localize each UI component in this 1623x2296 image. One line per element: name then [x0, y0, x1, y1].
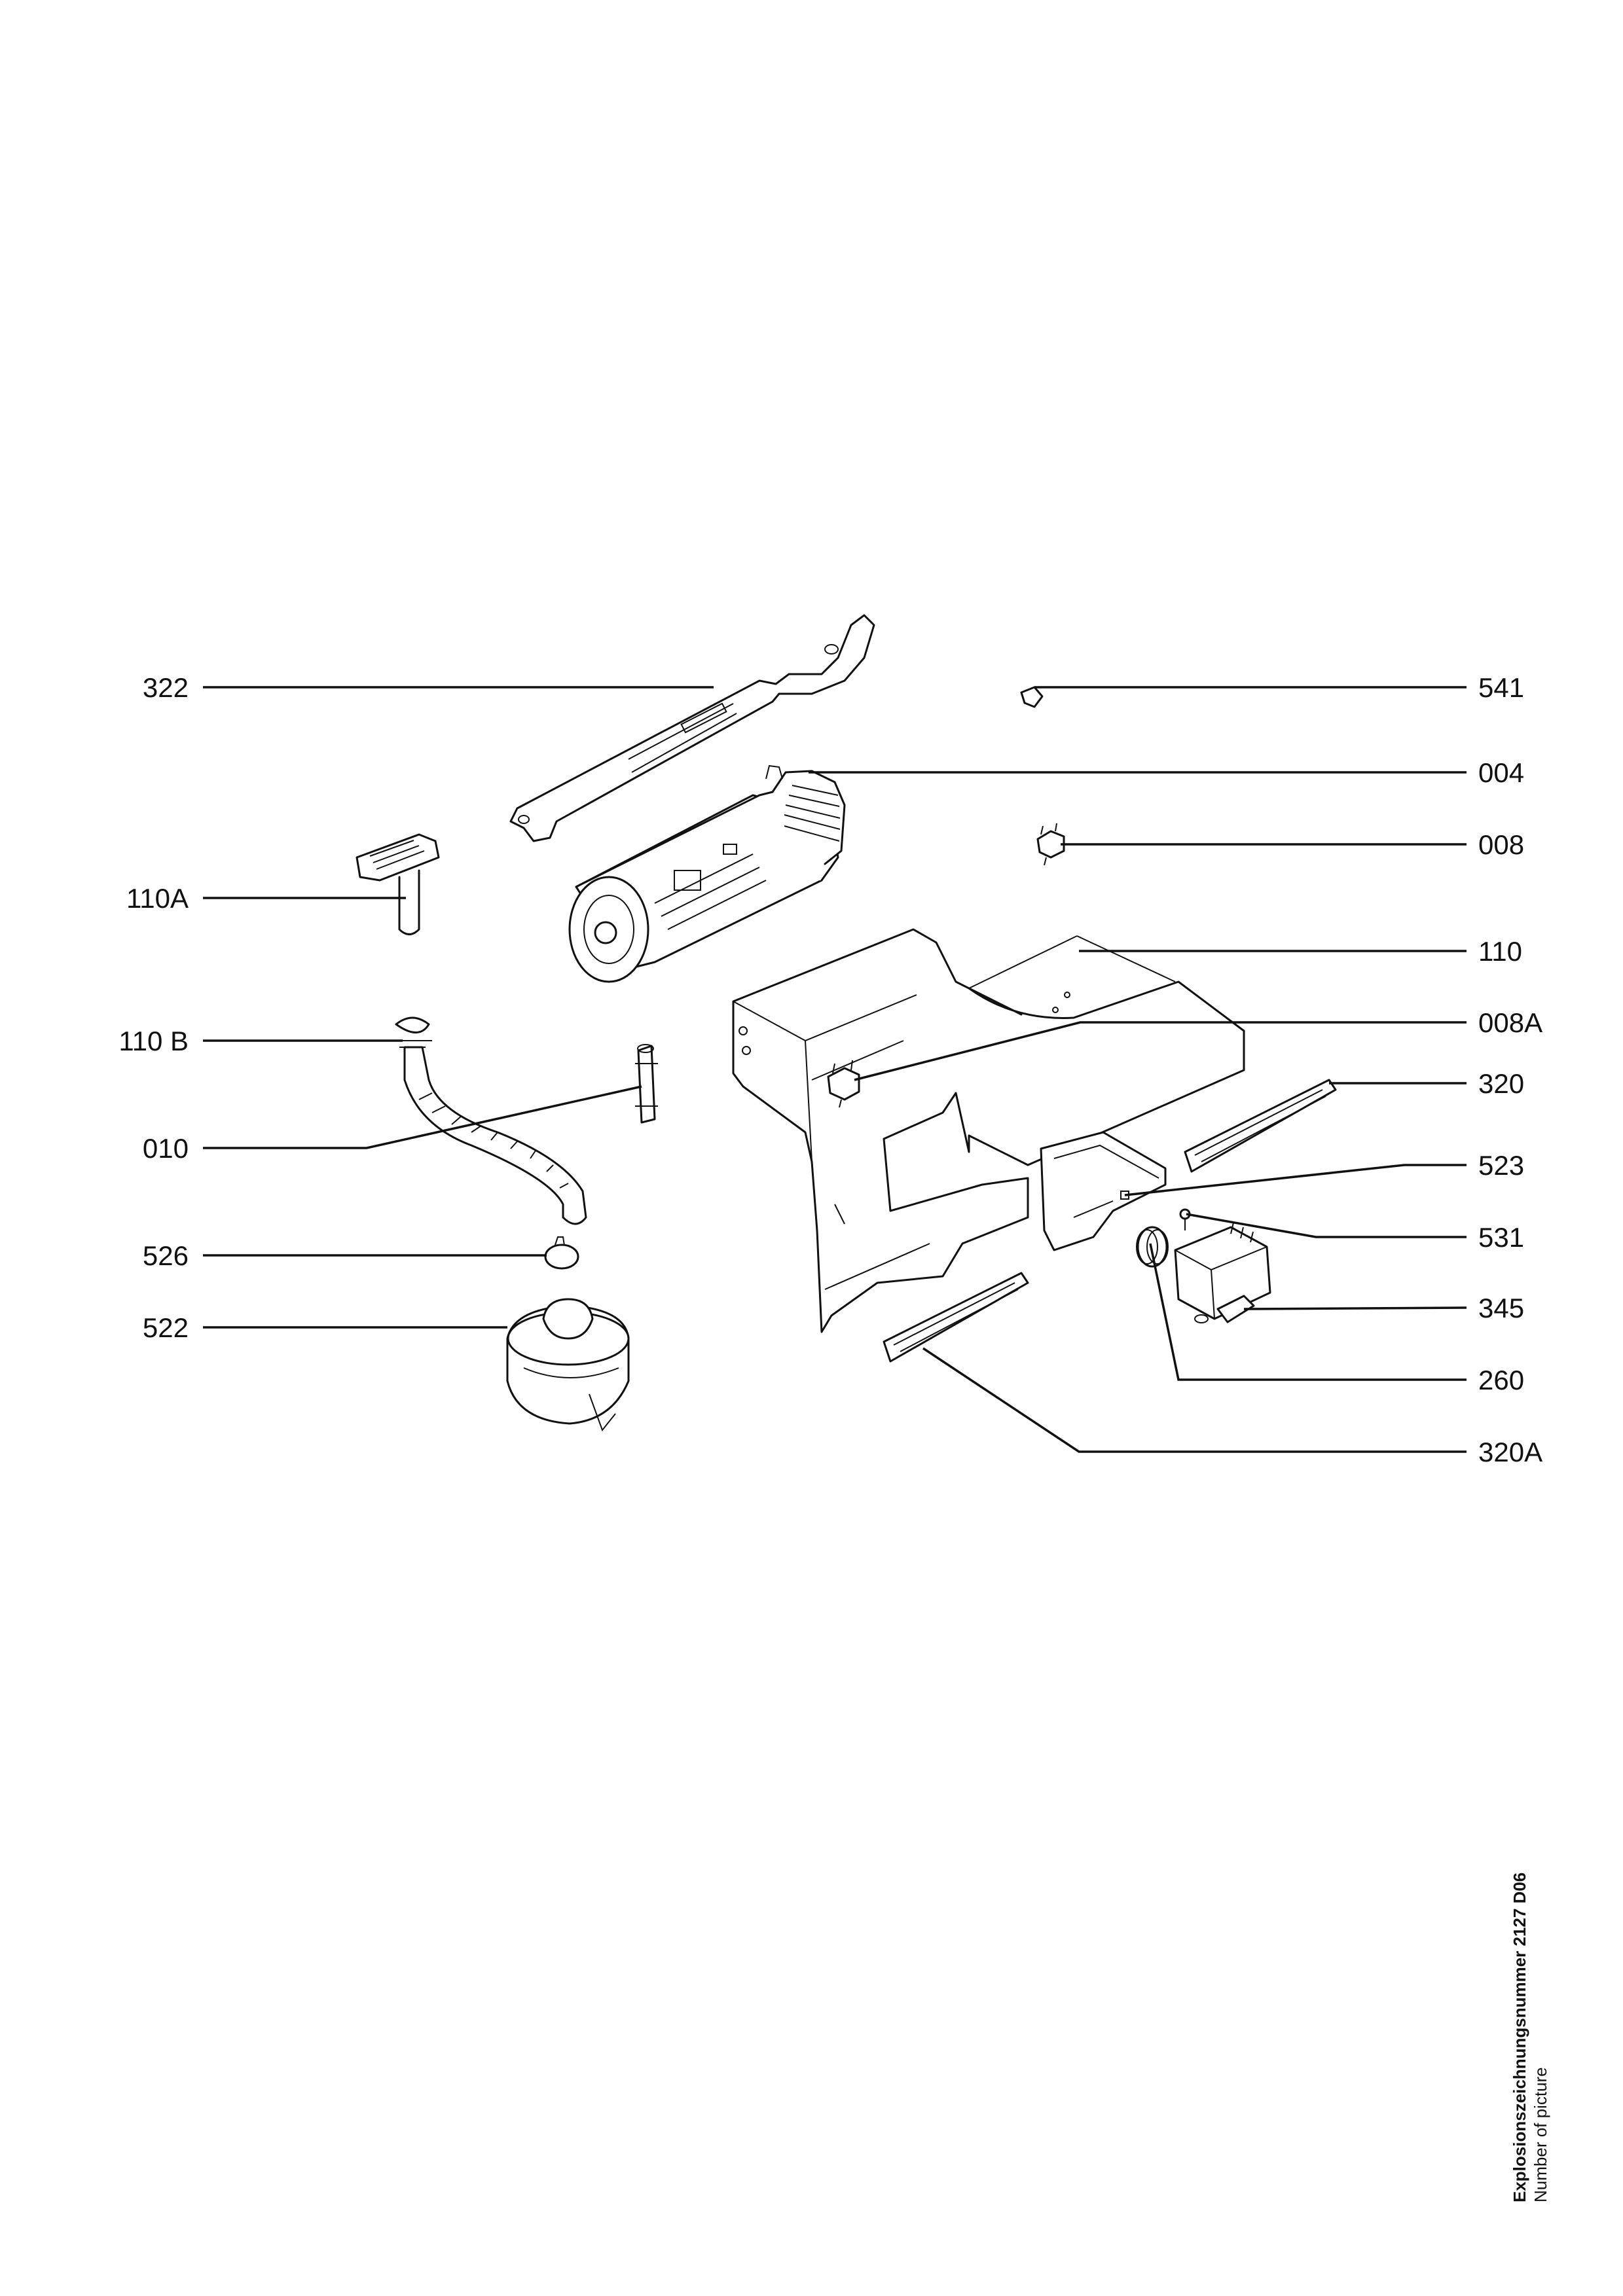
- part-110-housing: [732, 928, 1245, 1333]
- leader-320A: [922, 1347, 1467, 1453]
- part-pipe: [635, 1044, 658, 1124]
- part-526-cap: [544, 1236, 579, 1270]
- label-522: 522: [143, 1312, 189, 1343]
- label-004: 004: [1478, 757, 1524, 788]
- label-008: 008: [1478, 829, 1524, 860]
- part-522-pump: [506, 1298, 630, 1432]
- label-008A: 008A: [1478, 1007, 1542, 1038]
- labels-left: 322 110A 110 B 010 526 522: [119, 672, 189, 1343]
- part-008-thermostat: [1036, 823, 1065, 866]
- label-320: 320: [1478, 1068, 1524, 1099]
- label-526: 526: [143, 1240, 189, 1271]
- leader-523: [1124, 1164, 1467, 1196]
- leader-345: [1243, 1306, 1467, 1310]
- label-110B: 110 B: [119, 1026, 189, 1056]
- part-541-clip: [1020, 686, 1044, 708]
- drawing-number: Explosionszeichnungsnummer 2127 D06: [1510, 1873, 1529, 2202]
- drawing-number-caption: Number of picture: [1531, 2067, 1550, 2202]
- leader-531: [1186, 1213, 1467, 1238]
- label-110: 110: [1478, 936, 1522, 967]
- part-345-switch: [1174, 1222, 1271, 1323]
- label-110A: 110A: [126, 883, 189, 914]
- leader-260: [1149, 1243, 1467, 1381]
- side-caption: Explosionszeichnungsnummer 2127 D06 Numb…: [1510, 1873, 1550, 2202]
- part-008A-thermostat: [827, 1060, 860, 1108]
- part-004-fan-motor: [568, 764, 846, 983]
- part-320-grille: [1184, 1079, 1337, 1173]
- label-320A: 320A: [1478, 1437, 1542, 1467]
- label-523: 523: [1478, 1150, 1524, 1181]
- labels-right: 541 004 008 110 008A 320 523 531 345 260…: [1478, 672, 1542, 1467]
- label-010: 010: [143, 1133, 189, 1164]
- part-322-bracket: [509, 614, 875, 842]
- label-260: 260: [1478, 1365, 1524, 1395]
- label-541: 541: [1478, 672, 1524, 703]
- part-531-screw: [1179, 1208, 1191, 1230]
- part-110A-knob: [356, 833, 440, 935]
- label-345: 345: [1478, 1293, 1524, 1323]
- part-260-spring: [1136, 1226, 1169, 1268]
- label-531: 531: [1478, 1222, 1524, 1253]
- leader-lines: [203, 686, 1467, 1453]
- leader-008A: [854, 1021, 1467, 1081]
- part-320A-grille: [883, 1272, 1029, 1363]
- part-523-bracket: [1040, 1131, 1167, 1251]
- label-322: 322: [143, 672, 189, 703]
- leader-010: [203, 1085, 642, 1149]
